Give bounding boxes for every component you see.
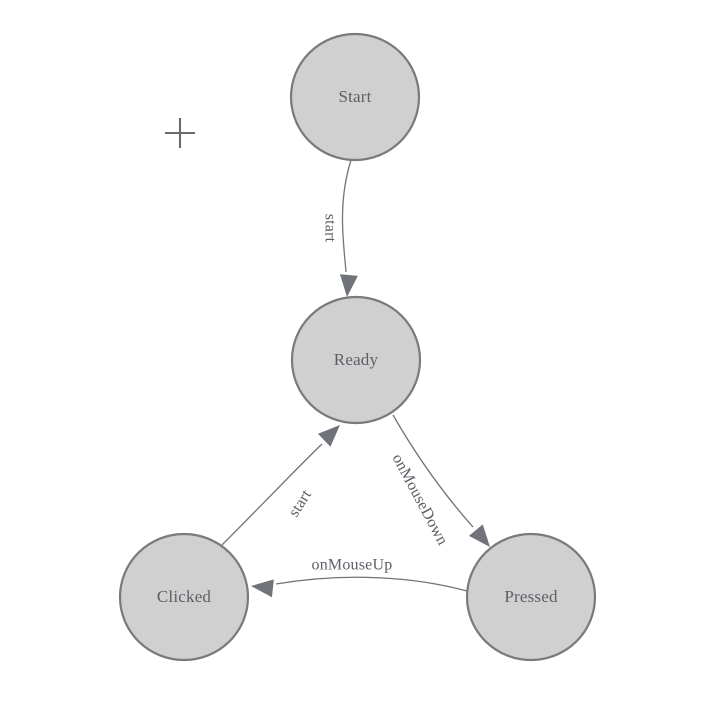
node-clicked[interactable]: Clicked xyxy=(118,532,250,662)
arrowhead-ready-to-pressed xyxy=(468,524,490,547)
node-shape-start[interactable] xyxy=(289,32,421,162)
node-pressed[interactable]: Pressed xyxy=(465,532,597,662)
edge-label-start-to-ready: start xyxy=(321,214,338,243)
arrowhead-pressed-to-clicked xyxy=(251,579,274,598)
markers-layer xyxy=(165,118,195,148)
arrowhead-start-to-ready xyxy=(339,274,358,297)
node-label-ready: Ready xyxy=(334,350,379,369)
crosshair-cursor-icon xyxy=(165,118,195,148)
edge-pressed-to-clicked[interactable]: onMouseUp xyxy=(250,557,468,598)
arrowhead-clicked-to-ready xyxy=(317,425,340,447)
edge-line-pressed-to-clicked xyxy=(275,576,468,592)
edge-ready-to-pressed[interactable]: onMouseDown xyxy=(389,414,497,553)
node-ready[interactable]: Ready xyxy=(290,295,422,425)
node-shape-pressed[interactable] xyxy=(465,532,597,662)
node-shape-clicked[interactable] xyxy=(118,532,250,662)
node-start[interactable]: Start xyxy=(289,32,421,162)
node-label-pressed: Pressed xyxy=(504,587,558,606)
edge-label-pressed-to-clicked: onMouseUp xyxy=(312,557,393,574)
edge-label-ready-to-pressed: onMouseDown xyxy=(389,451,451,548)
edge-start-to-ready[interactable]: start xyxy=(321,159,358,298)
node-shape-ready[interactable] xyxy=(290,295,422,425)
node-label-clicked: Clicked xyxy=(157,587,212,606)
edge-line-start-to-ready xyxy=(341,159,352,273)
node-label-start: Start xyxy=(338,87,371,106)
edge-label-clicked-to-ready: start xyxy=(286,487,316,521)
edge-clicked-to-ready[interactable]: start xyxy=(221,419,346,546)
edge-line-clicked-to-ready xyxy=(221,443,323,546)
edge-line-ready-to-pressed xyxy=(392,414,474,528)
